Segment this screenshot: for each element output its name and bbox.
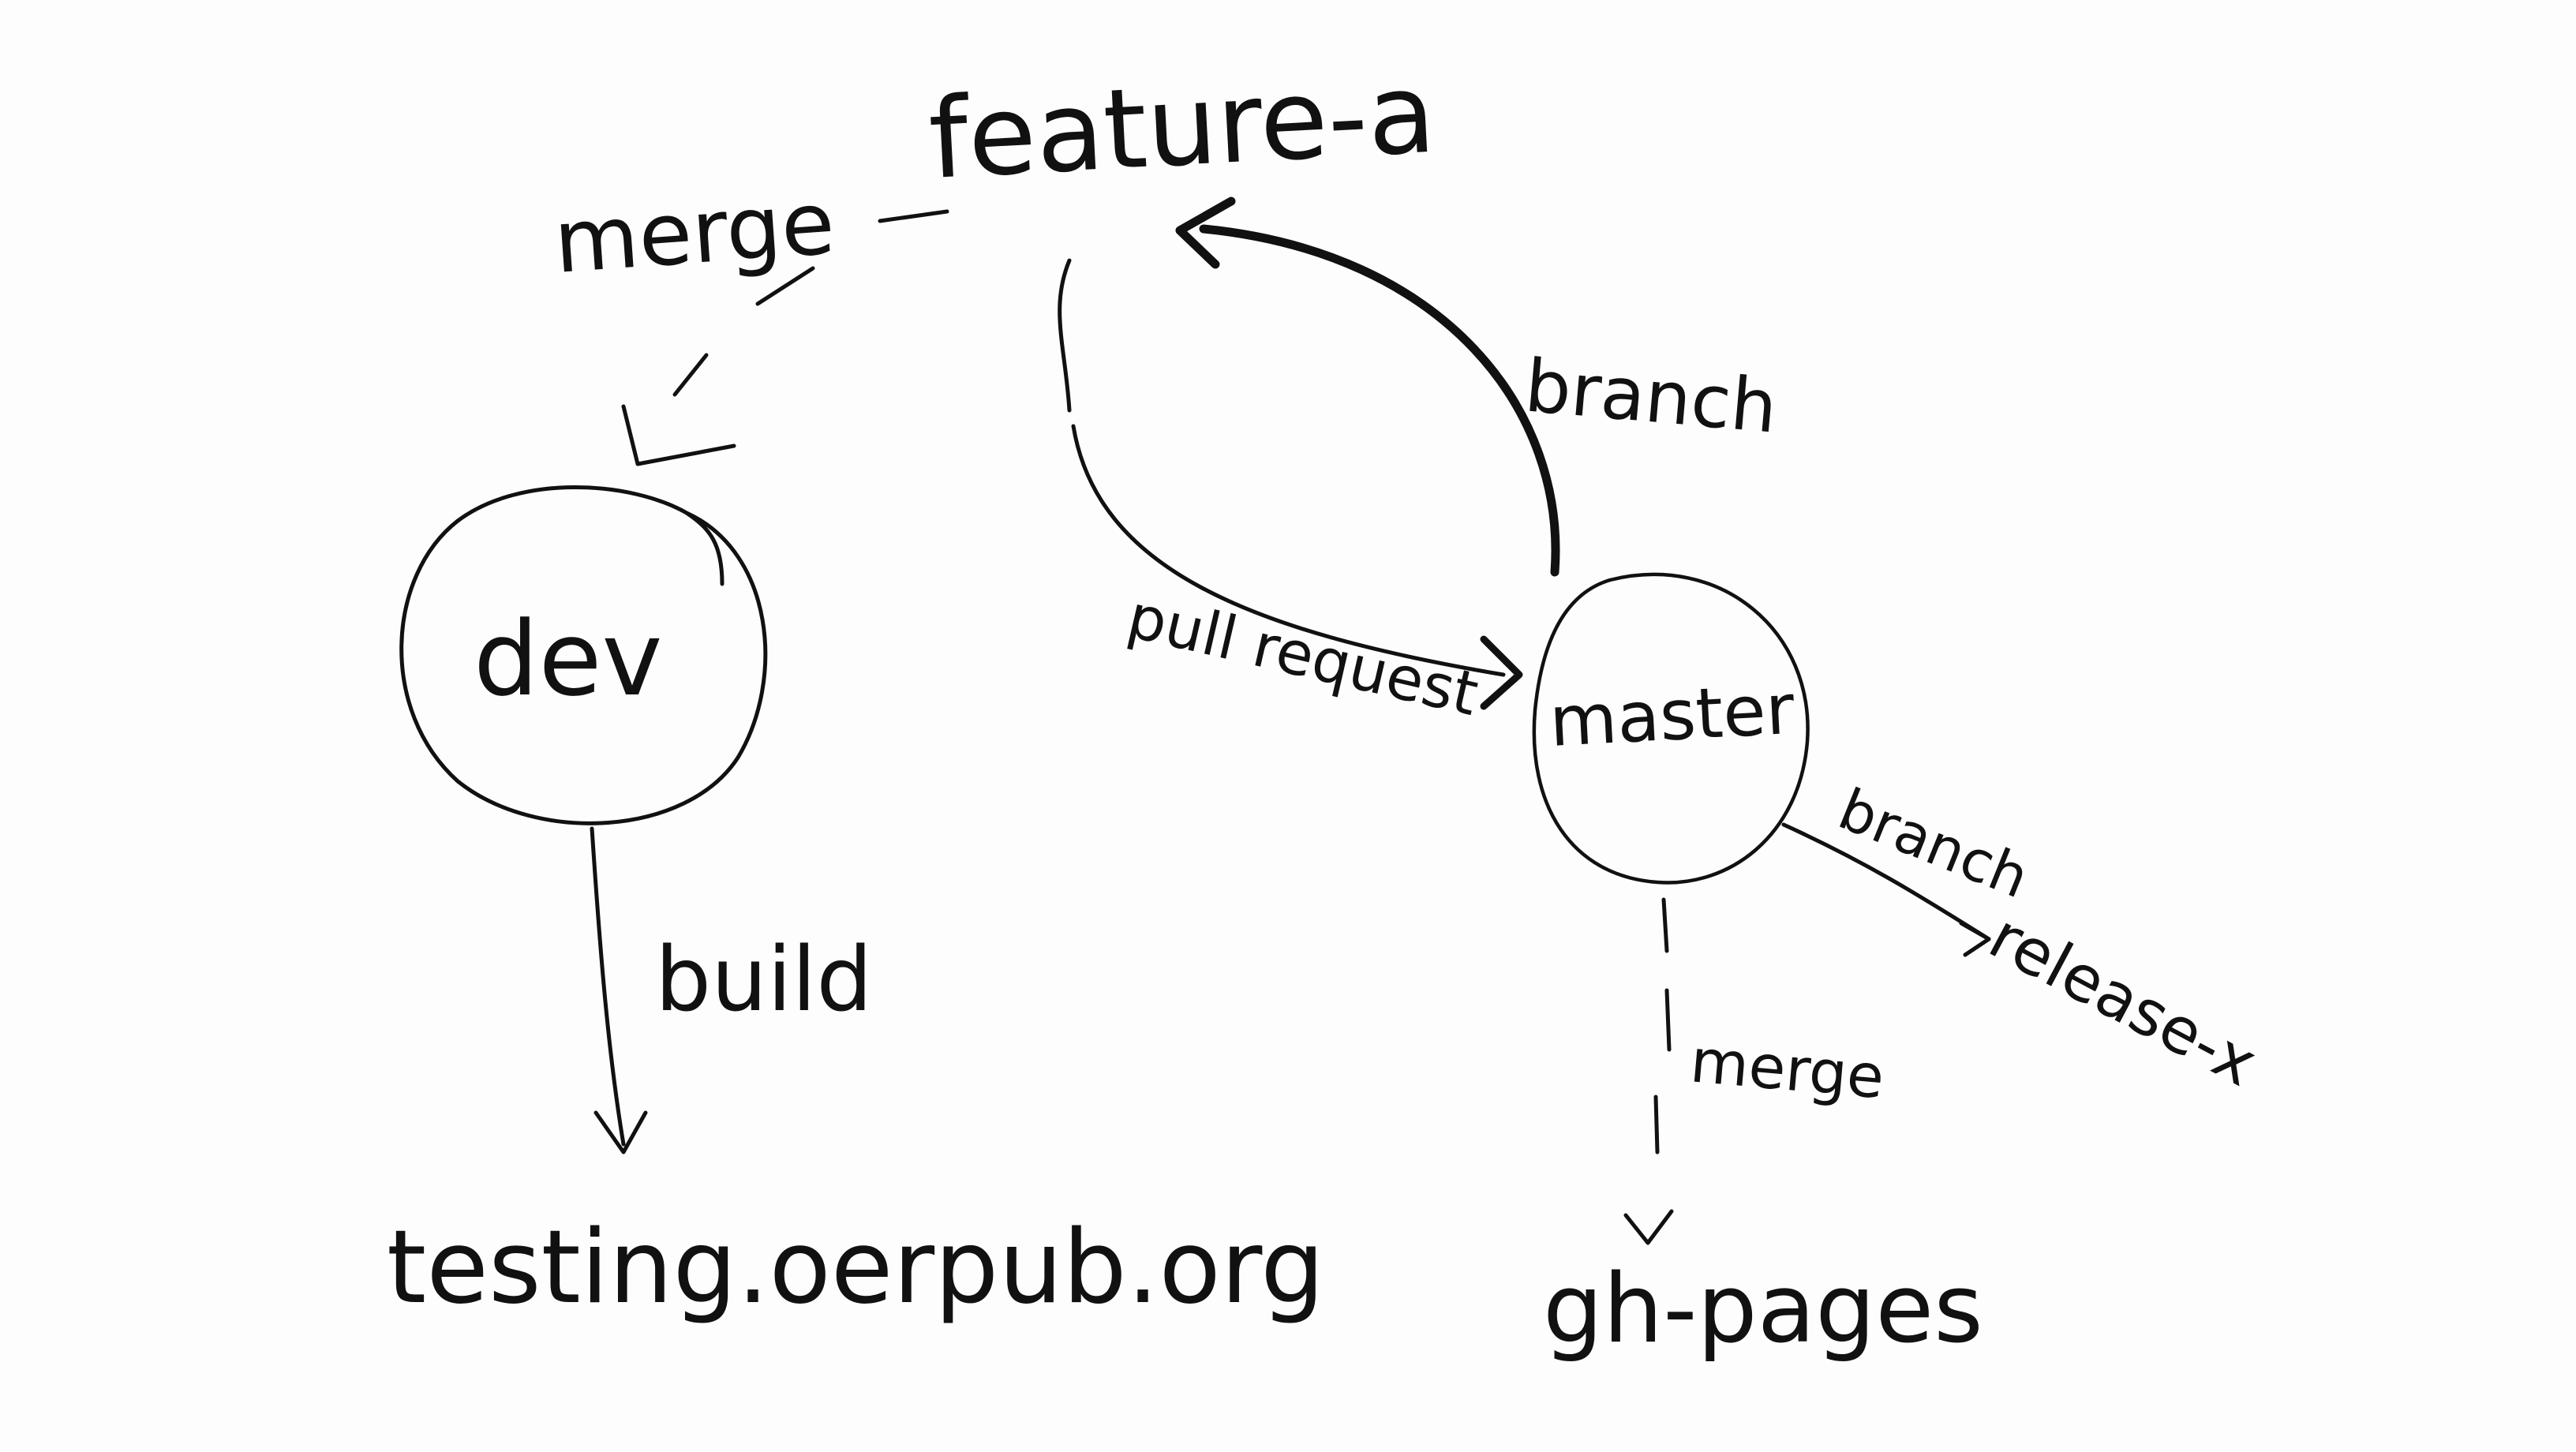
merge-arrowhead-left	[621, 404, 736, 466]
build-arrowhead	[593, 1110, 648, 1154]
edge-feature-to-dev	[621, 209, 949, 466]
pull-request-arrowhead	[1480, 635, 1523, 710]
master-label: master	[1548, 668, 1797, 762]
master-node-circle	[1532, 572, 1810, 885]
merge-label-right: merge	[1687, 1025, 1887, 1112]
build-label: build	[655, 929, 872, 1031]
gh-pages-arrowhead	[1623, 1209, 1674, 1245]
release-x-label: release-x	[1978, 900, 2269, 1101]
edge-master-to-gh-pages	[1623, 897, 1674, 1245]
branch-arrowhead-top	[1175, 196, 1236, 269]
merge-label-left: merge	[551, 172, 838, 292]
edge-master-to-feature	[1175, 196, 1560, 577]
gh-pages-label: gh-pages	[1543, 1255, 1983, 1364]
testing-label: testing.oerpub.org	[387, 1209, 1324, 1327]
edge-dev-to-testing	[590, 826, 648, 1154]
pull-request-label: pull request	[1121, 581, 1485, 729]
release-arrowhead	[1959, 921, 1991, 957]
edge-master-to-release	[1781, 822, 1991, 957]
branch-label-top: branch	[1522, 343, 1780, 449]
edge-feature-to-master	[1058, 258, 1523, 710]
dev-label: dev	[474, 599, 662, 719]
feature-a-label: feature-a	[926, 50, 1438, 204]
branch-label-right: branch	[1830, 776, 2039, 911]
dev-node-circle	[399, 485, 768, 825]
